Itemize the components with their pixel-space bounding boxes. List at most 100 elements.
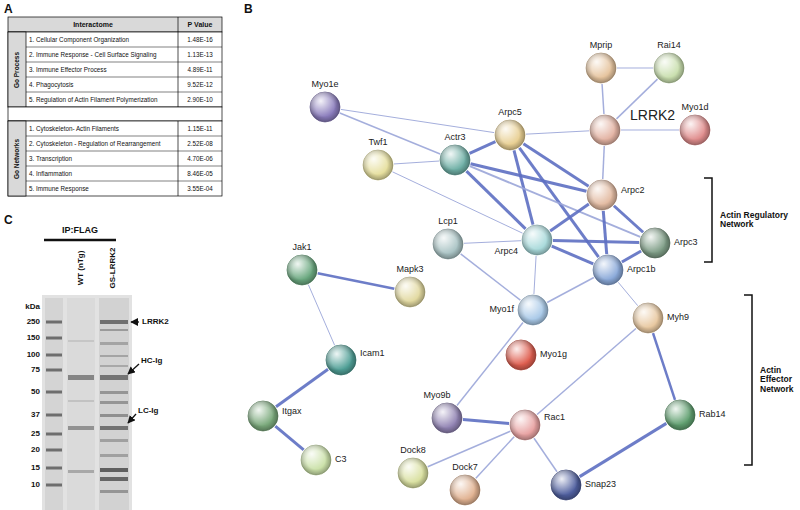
sphere-gloss [680,115,710,145]
sphere-shade [665,400,695,430]
sphere-gloss [522,225,552,255]
sphere-shade [395,277,425,307]
gs-lane-bands [100,320,128,493]
sphere-body [363,150,393,180]
interaction-line [621,130,679,131]
sphere-gloss [432,403,462,433]
table-cell: 1. Cellular Component Organization [29,36,129,43]
interaction-line [553,240,639,242]
sphere-shade [432,403,462,433]
sphere-shade [287,255,317,285]
sphere-gloss [518,295,548,325]
p-value: 1.13E-13 [187,51,213,58]
table-group-cell [8,121,26,196]
protein-node: Myo9b [431,402,463,434]
sphere-gloss [587,180,617,210]
sphere-shade [593,255,623,285]
table-header: P Value [188,21,213,29]
table-header-row [8,17,222,32]
sphere-gloss [363,150,393,180]
protein-label: Arpc1b [626,265,657,275]
protein-label: Snap23 [584,480,617,490]
band-pointer [128,414,136,423]
table-cell: 2. Immune Response - Cell Surface Signal… [29,51,156,58]
protein-node: C3 [300,444,332,476]
table-rule [178,121,179,196]
interaction-line [466,171,525,229]
interaction-line [470,142,496,154]
sphere-body [310,92,340,122]
protein-sphere [247,400,279,432]
mw-marker: 10 [31,481,40,490]
sphere-gloss [590,115,620,145]
sphere-gloss [593,255,623,285]
interaction-line [394,161,439,164]
table-rule [178,32,179,107]
protein-node: Mprip [585,52,617,84]
p-value: 9.52E-12 [187,81,213,88]
sphere-gloss [551,470,581,500]
interaction-line [470,166,640,237]
sphere-gloss [586,53,616,83]
sphere-body [440,145,470,175]
protein-label: Dock7 [451,463,479,473]
group-bracket [744,295,752,465]
interaction-line [653,333,675,400]
interaction-line [603,146,605,179]
protein-sphere [494,119,526,151]
sphere-shade [510,410,540,440]
sphere-gloss [506,340,536,370]
protein-sphere [397,457,429,489]
protein-label: Lcp1 [437,217,459,227]
protein-label: Arpc5 [497,108,523,118]
sphere-gloss [248,401,278,431]
sphere-shade [310,92,340,122]
sphere-body [590,115,620,145]
protein-sphere [439,144,471,176]
interaction-line [552,246,594,264]
table-rule [178,17,179,32]
sphere-shade [633,303,663,333]
protein-sphere [325,344,357,376]
interaction-line [463,419,509,423]
protein-sphere [309,91,341,123]
interaction-line [614,206,643,233]
sphere-shade [680,115,710,145]
ip-bar [44,239,116,242]
protein-label: Itgax [281,407,303,417]
sphere-gloss [654,53,684,83]
protein-sphere [521,224,553,256]
interaction-line [340,113,440,154]
interaction-line [476,437,514,478]
sphere-body [665,400,695,430]
interaction-line [550,204,589,231]
protein-label: Rab14 [698,410,727,420]
table-cell: 5. Regulation of Actin Filament Polymeri… [29,96,157,103]
interaction-line [534,438,557,472]
protein-label: Rai14 [656,41,682,51]
protein-label: Twf1 [367,138,388,148]
panel-letter: A [4,3,13,16]
protein-node: Rai14 [653,52,685,84]
sphere-gloss [398,458,428,488]
mw-marker: 15 [31,464,40,473]
protein-node: Rac1 [509,409,541,441]
sphere-gloss [495,120,525,150]
protein-node: Dock8 [397,457,429,489]
interaction-line [464,241,521,244]
interaction-line [547,278,594,303]
sphere-gloss [310,92,340,122]
sphere-gloss [326,345,356,375]
sphere-shade [506,340,536,370]
protein-label: Arpc3 [673,238,699,248]
mw-marker: 50 [31,388,40,397]
table-cell: 5. Immune Response [29,185,89,192]
table-rule [26,136,222,181]
sphere-shade [495,120,525,150]
protein-label: Myo1g [539,350,568,360]
sphere-gloss [510,410,540,440]
interaction-line [392,172,522,233]
protein-sphere [362,149,394,181]
protein-sphere [592,254,624,286]
protein-node: Actr3 [439,144,471,176]
